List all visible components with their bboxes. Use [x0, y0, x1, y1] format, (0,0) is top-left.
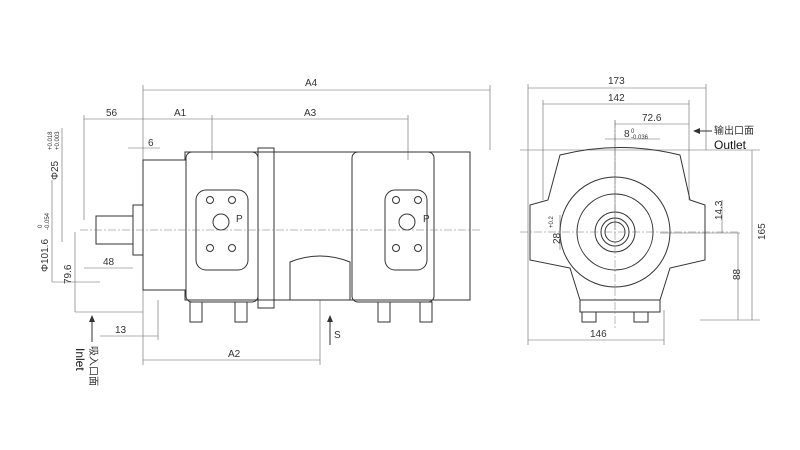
inlet-label-cn: 吸入口面: [87, 346, 98, 386]
dim-72-6: 72.6: [642, 113, 662, 124]
end-view: 173 142 72.6 8 0 -0.036 输出口面 Outlet 165 …: [520, 76, 768, 345]
pilot-diameter: Φ101.6: [40, 239, 51, 272]
dim-14-3: 14.3: [714, 200, 725, 220]
pump-body: [142, 151, 471, 301]
dim-6: 6: [148, 138, 154, 149]
key-tol-lower: -0.036: [631, 135, 649, 141]
port-p-2: P: [423, 214, 430, 225]
dim-28: 28: [552, 232, 563, 244]
dim-88: 88: [732, 268, 743, 280]
dim-a2: A2: [228, 349, 241, 360]
dim-165: 165: [757, 223, 768, 240]
dim-146: 146: [590, 329, 607, 340]
front-section: [185, 151, 259, 303]
pilot-tol-upper: 0: [38, 224, 44, 228]
dim-13: 13: [115, 325, 127, 336]
dim-a3: A3: [304, 108, 317, 119]
dim-79-6: 79.6: [63, 264, 74, 284]
dim-48: 48: [103, 257, 115, 268]
end-housing: [529, 147, 706, 301]
key-width: 8: [624, 129, 630, 140]
shaft-tol-upper: +0.018: [48, 131, 54, 150]
outlet-label-cn: 输出口面: [714, 124, 754, 137]
suction-label: S: [334, 330, 341, 341]
key-tol-upper: 0: [631, 129, 635, 135]
outlet-label-en: Outlet: [714, 138, 747, 152]
inlet-label-en: Inlet: [73, 348, 87, 371]
dim-173: 173: [608, 76, 625, 87]
shaft-tol-lower: +0.003: [55, 131, 61, 150]
pilot-tol-lower: -0.054: [45, 212, 51, 230]
dim-56: 56: [106, 108, 118, 119]
dim-a4: A4: [305, 78, 318, 89]
side-view: A4 56 A1 A3 6 A2 48 13 Φ25 +0.018 +0.003…: [38, 78, 491, 386]
shaft-diameter: Φ25: [50, 160, 61, 180]
dim-142: 142: [608, 93, 625, 104]
rear-section: [351, 151, 435, 303]
dim-28-tol: +0.2: [549, 215, 555, 228]
port-p-1: P: [236, 214, 243, 225]
dim-a1: A1: [174, 108, 187, 119]
